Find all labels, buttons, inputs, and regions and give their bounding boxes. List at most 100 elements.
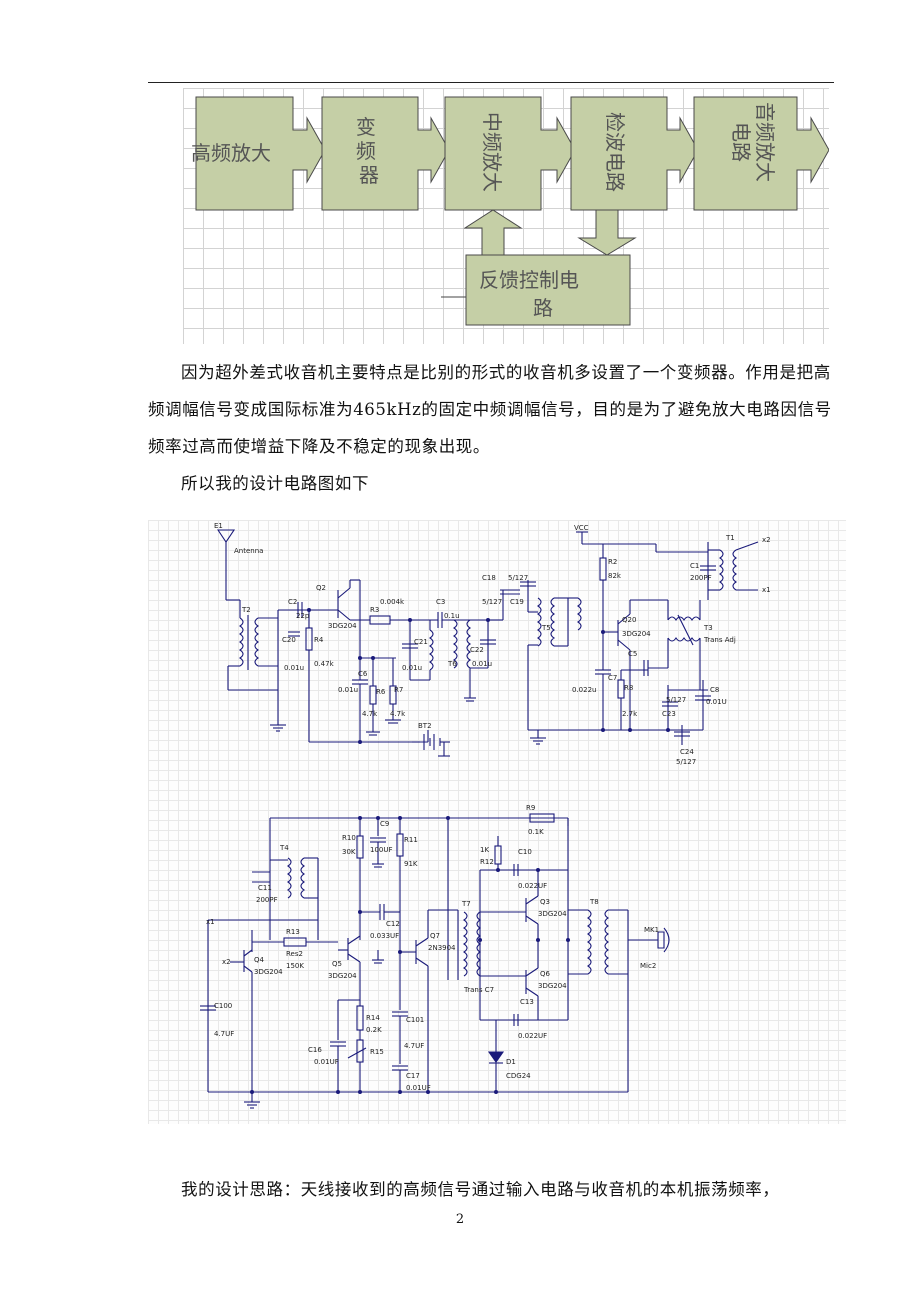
label-c100v: 4.7UF [214, 1030, 234, 1038]
header-rule [148, 82, 834, 83]
label-c16: C16 [308, 1046, 322, 1054]
paragraph-superhet: 因为超外差式收音机主要特点是比别的形式的收音机多设置了一个变频器。作用是把高频调… [148, 363, 832, 456]
block-label-if-amp: 中频放大 [480, 112, 504, 192]
label-q20t: 3DG204 [622, 630, 651, 638]
block-feedback-control [465, 254, 631, 326]
junction-dots [250, 608, 670, 1094]
label-t1: T1 [725, 534, 735, 542]
label-r10: R10 [342, 834, 356, 842]
mixer-char-3: 器 [359, 163, 379, 187]
arrow-detector-to-feedback [577, 209, 637, 256]
label-c6v: 0.01u [338, 686, 358, 694]
label-t3t: Trans Adj [703, 636, 736, 644]
label-t7: T7 [461, 900, 471, 908]
label-t3: T3 [703, 624, 713, 632]
label-r9v: 0.1K [528, 828, 544, 836]
label-c20v: 0.01u [284, 664, 304, 672]
body-paragraph-2: 所以我的设计电路图如下 [148, 465, 834, 502]
label-c12v: 0.033UF [370, 932, 399, 940]
label-q5t: 3DG204 [328, 972, 357, 980]
label-q4t: 3DG204 [254, 968, 283, 976]
label-t7t: Trans C7 [463, 986, 494, 994]
label-c19v: 5/127 [482, 598, 502, 606]
label-c23: C23 [662, 710, 676, 718]
schematic-wires [200, 529, 759, 1109]
paragraph-design-intro: 所以我的设计电路图如下 [181, 474, 370, 493]
block-label-high-freq-amp: 高频放大 [191, 141, 271, 165]
label-c9v: 100UF [370, 846, 393, 854]
label-x1: x1 [762, 586, 771, 594]
label-c100: C100 [214, 1002, 232, 1010]
label-e1: E1 [214, 522, 223, 530]
feedback-label-line2: 路 [533, 296, 553, 320]
block-audio-amp [693, 96, 829, 211]
feedback-label-line1: 反馈控制电 [479, 268, 579, 292]
label-r2v: 82k [608, 572, 622, 580]
label-c22v: 0.01u [472, 660, 492, 668]
label-c17v: 0.01UF [406, 1084, 431, 1092]
block-mixer [321, 96, 450, 211]
label-t2: T2 [241, 606, 251, 614]
label-r8: R8 [624, 684, 633, 692]
label-c22: C22 [470, 646, 484, 654]
label-c7: C7 [608, 674, 617, 682]
label-r12: R12 [480, 858, 494, 866]
arrow-feedback-to-if [463, 209, 523, 256]
block-high-freq-amp [195, 96, 326, 211]
label-q6: Q6 [540, 970, 551, 978]
schematic-labels: E1 Antenna T2 C2 22p Q2 3DG204 R3 0.004k… [206, 522, 771, 1092]
label-c8v: 0.01U [706, 698, 727, 706]
label-c3: C3 [436, 598, 445, 606]
label-c10v: 0.022UF [518, 882, 547, 890]
label-c101v: 4.7UF [404, 1042, 424, 1050]
block-label-detector: 检波电路 [603, 112, 627, 192]
label-r6: R6 [376, 688, 386, 696]
label-c16v: 0.01UF [314, 1058, 339, 1066]
label-c23v: 5/127 [666, 696, 686, 704]
label-r9: R9 [526, 804, 535, 812]
label-c24v: 5/127 [676, 758, 696, 766]
label-q7: Q7 [430, 932, 440, 940]
body-paragraph-1: 因为超外差式收音机主要特点是比别的形式的收音机多设置了一个变频器。作用是把高频调… [148, 354, 834, 465]
label-q20: Q20 [622, 616, 636, 624]
label-r3: R3 [370, 606, 379, 614]
label-r12v: 1K [480, 846, 489, 854]
label-r6v: 4.7k [362, 710, 378, 718]
block-if-amp [444, 96, 576, 211]
label-r13t: Res2 [286, 950, 303, 958]
mixer-char-1: 变 [356, 115, 376, 139]
block-label-audio-amp: 音频放大 [753, 102, 777, 182]
label-mk1: MK1 [644, 926, 659, 934]
label-q2: Q2 [316, 584, 326, 592]
label-d1t: CDG24 [506, 1072, 531, 1080]
label-r14: R14 [366, 1014, 380, 1022]
label-c101: C101 [406, 1016, 424, 1024]
label-c2v: 22p [296, 612, 310, 620]
label-q5: Q5 [332, 960, 342, 968]
label-r7v: 4.7k [390, 710, 406, 718]
label-r13: R13 [286, 928, 300, 936]
label-x2: x2 [762, 536, 771, 544]
label-c13: C13 [520, 998, 534, 1006]
label-c17: C17 [406, 1072, 420, 1080]
circuit-schematic: E1 Antenna T2 C2 22p Q2 3DG204 R3 0.004k… [148, 520, 846, 1124]
label-c5: C5 [628, 650, 637, 658]
label-r15: R15 [370, 1048, 384, 1056]
paragraph-design-idea: 我的设计思路：天线接收到的高频信号通过输入电路与收音机的本机振荡频率， [181, 1180, 780, 1199]
label-t8: T8 [589, 898, 599, 906]
label-r10v: 30K [342, 848, 356, 856]
label-vcc: VCC [574, 524, 589, 532]
label-r11v: 91K [404, 860, 418, 868]
label-t5: T5 [541, 624, 551, 632]
mixer-char-2: 频 [356, 139, 376, 163]
label-q3t: 3DG204 [538, 910, 567, 918]
label-c12: C12 [386, 920, 400, 928]
label-d1: D1 [506, 1058, 516, 1066]
label-r8v: 2.7k [622, 710, 638, 718]
label-q3: Q3 [540, 898, 550, 906]
label-c11: C11 [258, 884, 272, 892]
label-c1v: 200PF [690, 574, 712, 582]
label-c21v: 0.01u [402, 664, 422, 672]
label-c2: C2 [288, 598, 297, 606]
label-c1: C1 [690, 562, 699, 570]
